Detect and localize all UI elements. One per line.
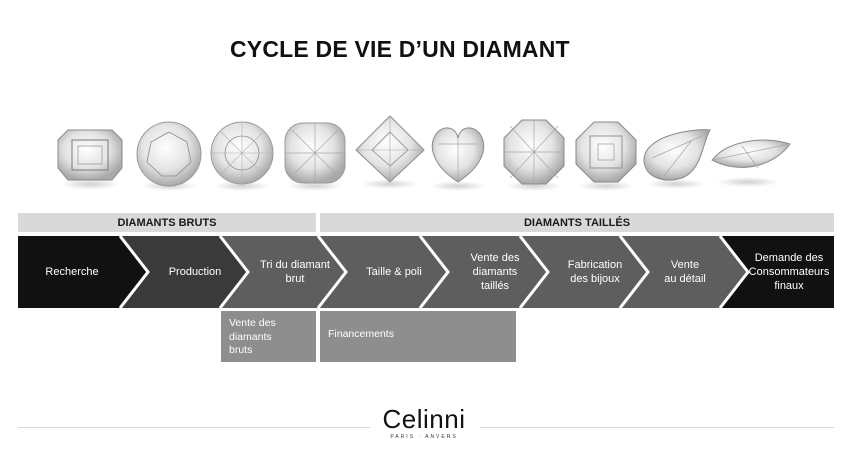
step-recherche: Recherche — [45, 265, 99, 278]
diamond-row — [57, 115, 791, 191]
pear-diamond-icon — [643, 129, 711, 189]
round-diamond-icon — [136, 121, 202, 191]
step-fabrication-bijoux: Fabrication des bijoux — [567, 258, 623, 285]
footer-divider-left — [18, 427, 370, 428]
step-shape-taille — [318, 236, 448, 308]
brand-logo: Celinni PARIS · ANVERS — [370, 405, 478, 440]
logo-name: Celinni — [382, 404, 466, 434]
page-title: CYCLE DE VIE D’UN DIAMANT — [230, 36, 570, 62]
step-shape-tri — [220, 236, 346, 308]
step-demande-consommateurs: Demande des Consommateurs finaux — [748, 251, 830, 293]
step-vente-detail: Vente au détail — [664, 258, 706, 285]
band-rough-diamonds: DIAMANTS BRUTS — [18, 213, 316, 232]
footer-divider-right — [480, 427, 834, 428]
step-shape-demande — [720, 236, 834, 308]
princess-diamond-icon — [355, 115, 425, 189]
logo-tagline: PARIS · ANVERS — [390, 434, 458, 440]
emerald-cut-diamond-icon — [57, 129, 123, 190]
step-taille-poli: Taille & poli — [366, 265, 422, 278]
step-shape-vente-detail — [620, 236, 748, 308]
step-shape-recherche — [18, 236, 148, 308]
asscher-diamond-icon — [575, 121, 637, 191]
process-chain — [18, 236, 834, 308]
band-cut-diamonds: DIAMANTS TAILLÉS — [320, 213, 834, 232]
step-tri-diamant-brut: Tri du diamant brut — [260, 258, 330, 285]
step-vente-diamants-tailles: Vente des diamants taillés — [470, 251, 520, 293]
round-brilliant-diamond-icon — [210, 121, 274, 191]
step-shape-production — [120, 236, 248, 308]
step-shape-fabrication — [520, 236, 648, 308]
financing-box: Financements — [320, 311, 516, 362]
rough-sales-box: Vente des diamants bruts — [221, 311, 316, 362]
marquise-diamond-icon — [711, 139, 791, 187]
cushion-diamond-icon — [284, 122, 346, 191]
heart-diamond-icon — [430, 127, 486, 191]
step-production: Production — [168, 265, 222, 278]
radiant-diamond-icon — [503, 119, 565, 191]
step-shape-vente-tailles — [420, 236, 548, 308]
